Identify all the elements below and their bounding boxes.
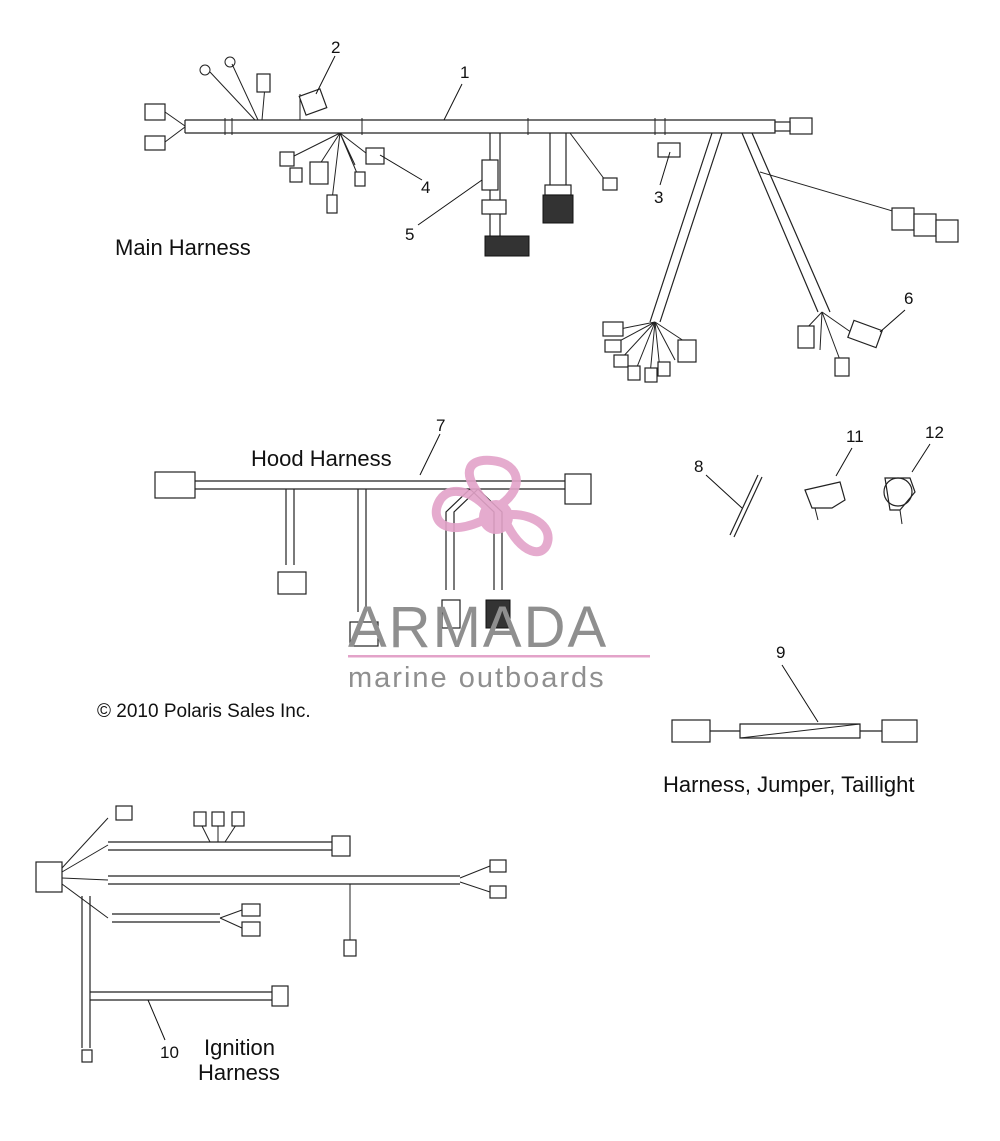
callout-2: 2: [331, 38, 340, 57]
callout-4: 4: [421, 178, 430, 197]
callout-leaders: [147, 55, 931, 1041]
main-harness-drawing: [144, 56, 959, 383]
callout-8: 8: [694, 457, 703, 476]
callout-6: 6: [904, 289, 913, 308]
ignition-harness-drawing: [35, 805, 507, 1063]
callout-5: 5: [405, 225, 414, 244]
watermark-tagline: marine outboards: [348, 662, 606, 694]
callout-12: 12: [925, 423, 944, 442]
callout-3: 3: [654, 188, 663, 207]
ignition-harness-label-line2: Harness: [198, 1060, 280, 1085]
watermark-brand: ARMADA: [348, 595, 608, 660]
ignition-harness-label-line1: Ignition: [204, 1035, 275, 1060]
hood-harness-label: Hood Harness: [251, 446, 392, 471]
callout-11: 11: [846, 427, 864, 446]
main-harness-label: Main Harness: [115, 235, 251, 260]
small-parts-drawing: [729, 474, 916, 538]
section-labels: Main Harness Hood Harness Harness, Jumpe…: [97, 235, 915, 1085]
hood-harness-drawing: [154, 471, 592, 647]
callout-9: 9: [776, 643, 785, 662]
jumper-harness-drawing: [671, 719, 918, 743]
armada-logo-watermark: ARMADA marine outboards: [348, 455, 650, 694]
propeller-icon: [431, 455, 553, 557]
callout-7: 7: [436, 416, 445, 435]
callout-numbers: 1 2 3 4 5 6 7 8 9 10 11 12: [160, 38, 944, 1062]
callout-10: 10: [160, 1043, 179, 1062]
copyright-notice: © 2010 Polaris Sales Inc.: [97, 701, 311, 722]
callout-1: 1: [460, 63, 469, 82]
jumper-harness-label: Harness, Jumper, Taillight: [663, 772, 915, 797]
